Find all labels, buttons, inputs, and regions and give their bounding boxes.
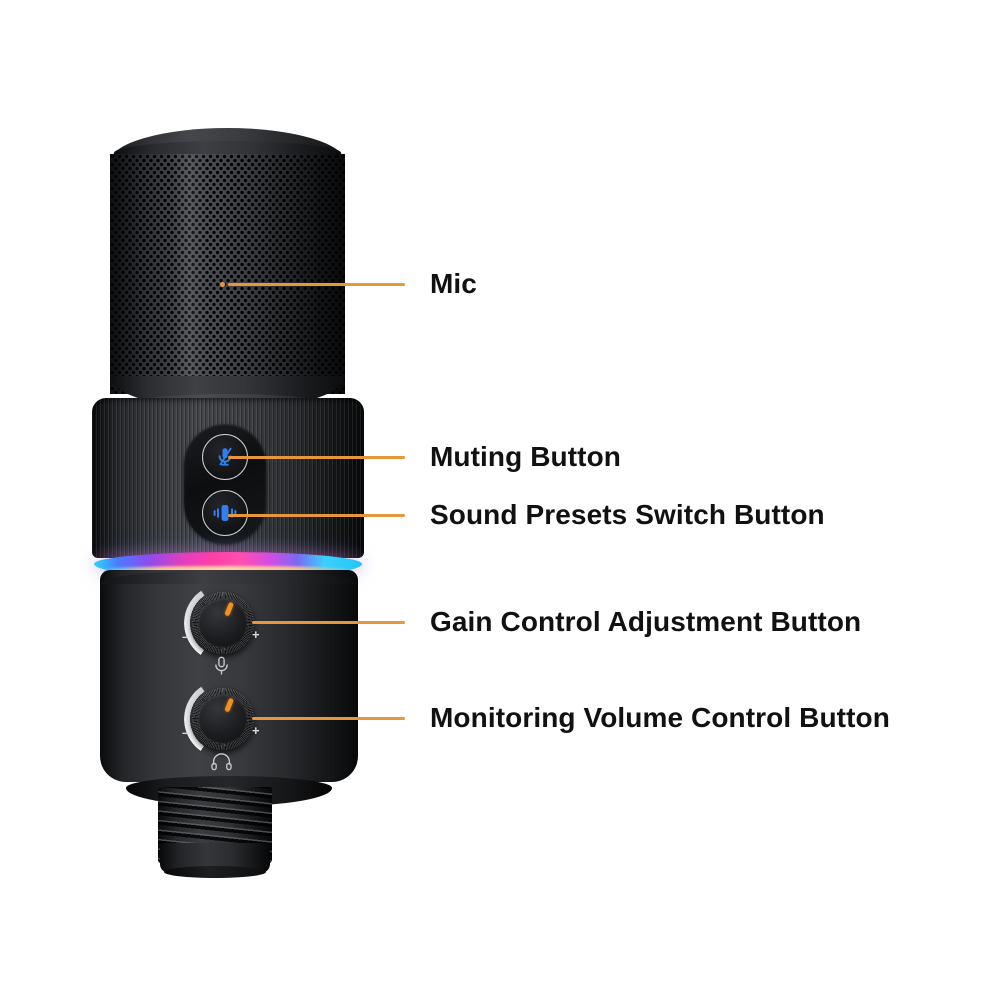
callout-leader-line (252, 621, 405, 624)
callout-label-monitoring-volume-control-button: Monitoring Volume Control Button (430, 702, 890, 733)
headphones-icon (211, 752, 232, 776)
callout-leader-line (252, 717, 405, 720)
gain-knob-body[interactable] (192, 592, 254, 654)
microphone-illustration: – + – + (0, 0, 430, 1000)
monitor-knob-minus-label: – (182, 725, 190, 740)
callout-label-muting-button: Muting Button (430, 441, 621, 472)
monitor-knob-body[interactable] (192, 688, 254, 750)
gain-control-adjustment-button[interactable]: – + (176, 584, 286, 679)
callout-anchor-dot (220, 282, 225, 287)
grille-highlight (171, 154, 209, 394)
callout-leader-line (228, 456, 405, 459)
callout-label-gain-control-adjustment-button: Gain Control Adjustment Button (430, 606, 862, 637)
button-panel (184, 424, 266, 544)
monitor-knob-plus-label: + (252, 723, 260, 738)
callout-label-sound-presets-switch-button: Sound Presets Switch Button (430, 499, 825, 530)
grille-mesh-surface (110, 154, 345, 394)
sound-presets-switch-button[interactable] (202, 490, 248, 536)
callout-label-mic: Mic (430, 268, 477, 299)
callout-leader-line (228, 283, 405, 286)
sound-wave-icon (212, 502, 238, 524)
gain-knob-minus-label: – (182, 629, 190, 644)
gain-knob-plus-label: + (252, 627, 260, 642)
mic-grille-mesh (110, 128, 345, 410)
threaded-mount-foot (160, 843, 270, 878)
monitor-knob-face (199, 695, 247, 743)
monitoring-volume-control-button[interactable]: – + (176, 680, 286, 780)
callout-leader-line (228, 514, 405, 517)
gain-knob-face (199, 599, 247, 647)
microphone-icon (213, 656, 230, 681)
